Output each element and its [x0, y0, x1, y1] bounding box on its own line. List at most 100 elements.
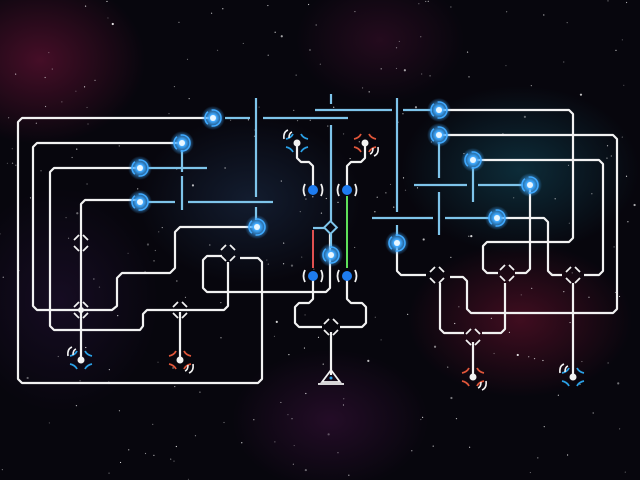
star	[65, 217, 67, 219]
energy-orb[interactable]	[201, 106, 225, 130]
star	[29, 197, 32, 199]
wire-right-b[interactable]	[439, 133, 619, 315]
diamond-switch[interactable]	[322, 219, 339, 236]
energy-orb[interactable]	[427, 123, 451, 147]
energy-orb[interactable]	[128, 190, 152, 214]
star	[118, 145, 120, 147]
wire-center-left-down[interactable]	[293, 276, 322, 329]
wire-loop-3[interactable]	[48, 166, 230, 332]
blue-source-icon[interactable]	[559, 363, 585, 387]
star	[333, 106, 335, 108]
star	[247, 119, 250, 121]
star	[158, 231, 160, 233]
red-source-icon[interactable]	[353, 133, 379, 157]
wire-right-e[interactable]	[497, 216, 562, 277]
star	[543, 426, 545, 428]
star	[566, 454, 569, 456]
star	[222, 8, 224, 10]
star	[106, 0, 108, 3]
energy-orb[interactable]	[245, 215, 269, 239]
star	[154, 249, 156, 252]
signal-waves-icon	[559, 363, 569, 374]
junction-chevrons-icon[interactable]	[172, 301, 188, 319]
star	[614, 291, 617, 294]
star	[75, 90, 77, 92]
star	[253, 419, 255, 421]
star	[505, 64, 507, 67]
star	[309, 119, 311, 121]
blue-source-icon[interactable]	[283, 129, 309, 153]
energy-orb[interactable]	[485, 206, 509, 230]
energy-orb[interactable]	[427, 98, 451, 122]
junction-chevrons-icon[interactable]	[499, 264, 515, 282]
junction-chevrons-icon[interactable]	[323, 318, 339, 336]
star	[571, 272, 573, 274]
star	[210, 12, 213, 14]
red-source-icon[interactable]	[168, 350, 194, 374]
star	[429, 75, 431, 77]
star	[395, 47, 398, 49]
star	[0, 233, 1, 235]
energy-orb[interactable]	[128, 156, 152, 180]
blue-node[interactable]	[336, 269, 358, 283]
star	[291, 418, 293, 420]
star	[613, 246, 615, 248]
wire-center-right-down[interactable]	[340, 276, 368, 329]
junction-chevrons-icon[interactable]	[429, 266, 445, 284]
junction-chevrons-icon[interactable]	[73, 301, 89, 319]
wire-right-a[interactable]	[439, 108, 575, 275]
star	[404, 189, 407, 191]
star	[563, 61, 565, 63]
star	[241, 442, 243, 444]
junction-chevrons-icon[interactable]	[73, 234, 89, 252]
star	[93, 278, 95, 280]
star	[188, 98, 190, 100]
blue-node[interactable]	[302, 269, 324, 283]
star	[450, 6, 452, 8]
blue-node[interactable]	[336, 183, 358, 197]
energy-orb[interactable]	[319, 243, 343, 267]
star	[157, 361, 159, 363]
star	[533, 358, 536, 360]
star	[624, 471, 626, 473]
wire-loop-2[interactable]	[31, 141, 257, 312]
energy-orb[interactable]	[385, 231, 409, 255]
star	[531, 287, 533, 289]
junction-chevrons-icon[interactable]	[220, 244, 236, 262]
blue-node[interactable]	[302, 183, 324, 197]
red-source-icon[interactable]	[461, 367, 487, 391]
blue-source-icon[interactable]	[67, 346, 93, 370]
star	[119, 461, 122, 464]
wire-outer-left[interactable]	[16, 116, 264, 385]
wire-right-g[interactable]	[438, 283, 464, 335]
star	[610, 155, 612, 157]
star	[425, 0, 427, 3]
junction-chevrons-icon[interactable]	[465, 328, 481, 346]
star	[325, 197, 327, 200]
star	[455, 417, 458, 420]
energy-orb[interactable]	[461, 148, 485, 172]
star	[557, 394, 559, 396]
star	[395, 67, 398, 70]
star	[337, 452, 339, 454]
star	[305, 392, 307, 395]
wire-right-d[interactable]	[515, 185, 532, 275]
energy-orb[interactable]	[518, 173, 542, 197]
star	[280, 180, 282, 182]
wire-right-f[interactable]	[395, 243, 426, 277]
wire-loop-4[interactable]	[79, 198, 140, 360]
star	[108, 369, 110, 371]
wire-right-c[interactable]	[473, 158, 605, 277]
wire-center-red-source[interactable]	[345, 143, 367, 190]
star	[315, 24, 317, 26]
star	[591, 193, 593, 195]
wire-center-blue-source[interactable]	[295, 143, 315, 190]
star	[283, 242, 285, 244]
energy-orb[interactable]	[170, 131, 194, 155]
wire-loop-3b[interactable]	[201, 232, 332, 294]
junction-chevrons-icon[interactable]	[565, 266, 581, 284]
wire-right-h[interactable]	[482, 283, 507, 335]
star	[606, 157, 608, 159]
star	[76, 148, 78, 150]
